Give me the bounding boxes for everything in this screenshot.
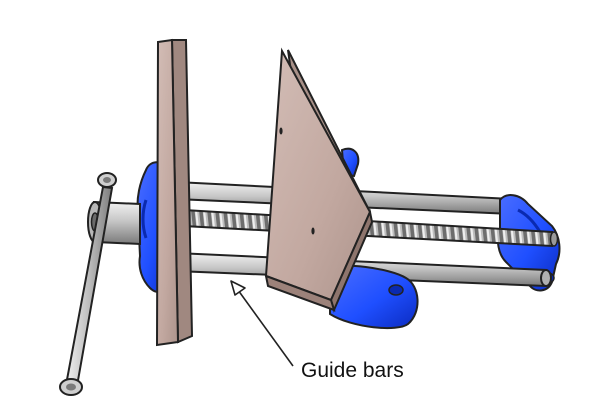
guide-bars-label: Guide bars (301, 359, 404, 382)
rear-jaw (264, 47, 374, 313)
front-jaw (155, 38, 194, 347)
tommy-bar-handle (59, 172, 117, 396)
guide-bars-arrow (230, 280, 294, 367)
